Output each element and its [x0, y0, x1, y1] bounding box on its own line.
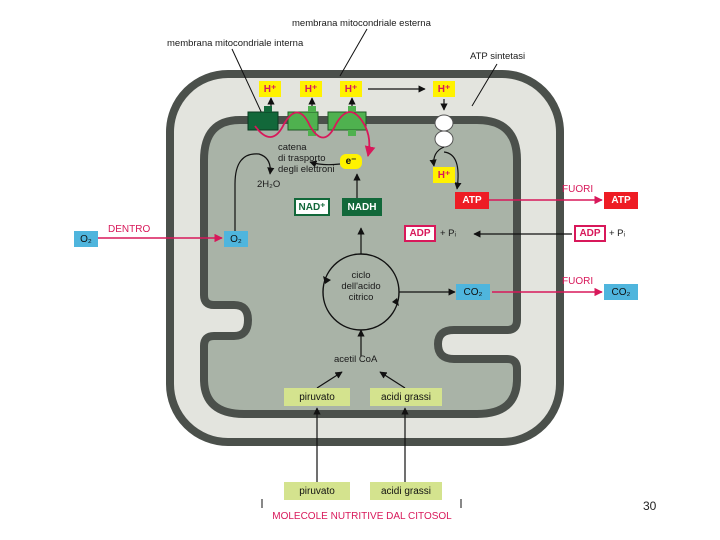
etc-stub-4 [308, 130, 316, 136]
atp-synthase-to-h-arrow [429, 146, 445, 167]
inner-membrane-label: membrana mitocondriale interna [167, 38, 304, 49]
mitochondrion-diagram [98, 28, 603, 508]
pyruvate-outer-box: piruvato [284, 482, 350, 500]
proton-badge-4: H⁺ [433, 81, 455, 97]
oxygen-outer-box: O₂ [74, 231, 98, 247]
etc-stub-1 [264, 106, 272, 112]
adp-outer-box: ADP [574, 225, 606, 242]
phosphate-outer-label: + Pᵢ [609, 228, 626, 239]
dentro-label: DENTRO [108, 224, 151, 235]
water-formation-arrow [234, 153, 275, 236]
cycle-arrowhead-top [323, 276, 331, 284]
electron-badge: e⁻ [340, 154, 362, 169]
pyruvate-inner-arrow [316, 371, 343, 389]
atp-synthase-top [434, 114, 454, 132]
cycle-arrowhead-bottom [392, 298, 399, 306]
proton-badge-3: H⁺ [340, 81, 362, 97]
proton-badge-5: H⁺ [433, 167, 455, 183]
electron-flow-wave [254, 111, 376, 158]
pyruvate-inner-box: piruvato [284, 388, 350, 406]
etc-stub-3 [348, 106, 356, 112]
fatty-acids-inner-box: acidi grassi [370, 388, 442, 406]
phosphate-inner-label: + Pᵢ [440, 228, 457, 239]
etc-stub-5 [348, 130, 356, 136]
page-number: 30 [643, 499, 657, 513]
co2-inner-box: CO₂ [456, 284, 490, 300]
electron-to-water-arrow [309, 160, 341, 168]
outer-membrane-pointer [339, 28, 368, 77]
atp-synthase-bottom [434, 130, 454, 148]
atp-synthase-label: ATP sintetasi [470, 51, 526, 62]
fatty-acids-outer-box: acidi grassi [370, 482, 442, 500]
etc-stub-2 [308, 106, 316, 112]
proton-badge-2: H⁺ [300, 81, 322, 97]
oxygen-inner-box: O₂ [224, 231, 248, 247]
atp-outer-box: ATP [604, 192, 638, 209]
diagram-panel: membrana mitocondriale esterna membrana … [72, 14, 640, 526]
nadh-box: NADH [342, 198, 382, 216]
co2-outer-box: CO₂ [604, 284, 638, 300]
water-label: 2H₂O [257, 179, 281, 190]
citric-cycle-label: ciclo dell'acido citrico [341, 270, 381, 303]
atp-inner-box: ATP [455, 192, 489, 209]
fuori-atp-label: FUORI [562, 184, 594, 195]
nad-box: NAD⁺ [294, 198, 330, 216]
acetyl-coa-label: acetil CoA [334, 354, 378, 365]
atp-synthase-pointer [471, 63, 498, 107]
fatty-inner-arrow [379, 371, 406, 389]
inner-membrane [200, 116, 521, 418]
nutrients-footer: MOLECOLE NUTRITIVE DAL CITOSOL [272, 511, 452, 522]
electron-chain-label: catena di trasporto degli elettroni [278, 142, 335, 175]
fuori-co2-label: FUORI [562, 276, 594, 287]
adp-inner-box: ADP [404, 225, 436, 242]
outer-membrane-label: membrana mitocondriale esterna [292, 18, 431, 29]
atp-synthase-product-arrow [443, 151, 462, 190]
proton-badge-1: H⁺ [259, 81, 281, 97]
etc-complex-1 [247, 111, 279, 131]
inner-membrane-pointer [231, 48, 265, 119]
